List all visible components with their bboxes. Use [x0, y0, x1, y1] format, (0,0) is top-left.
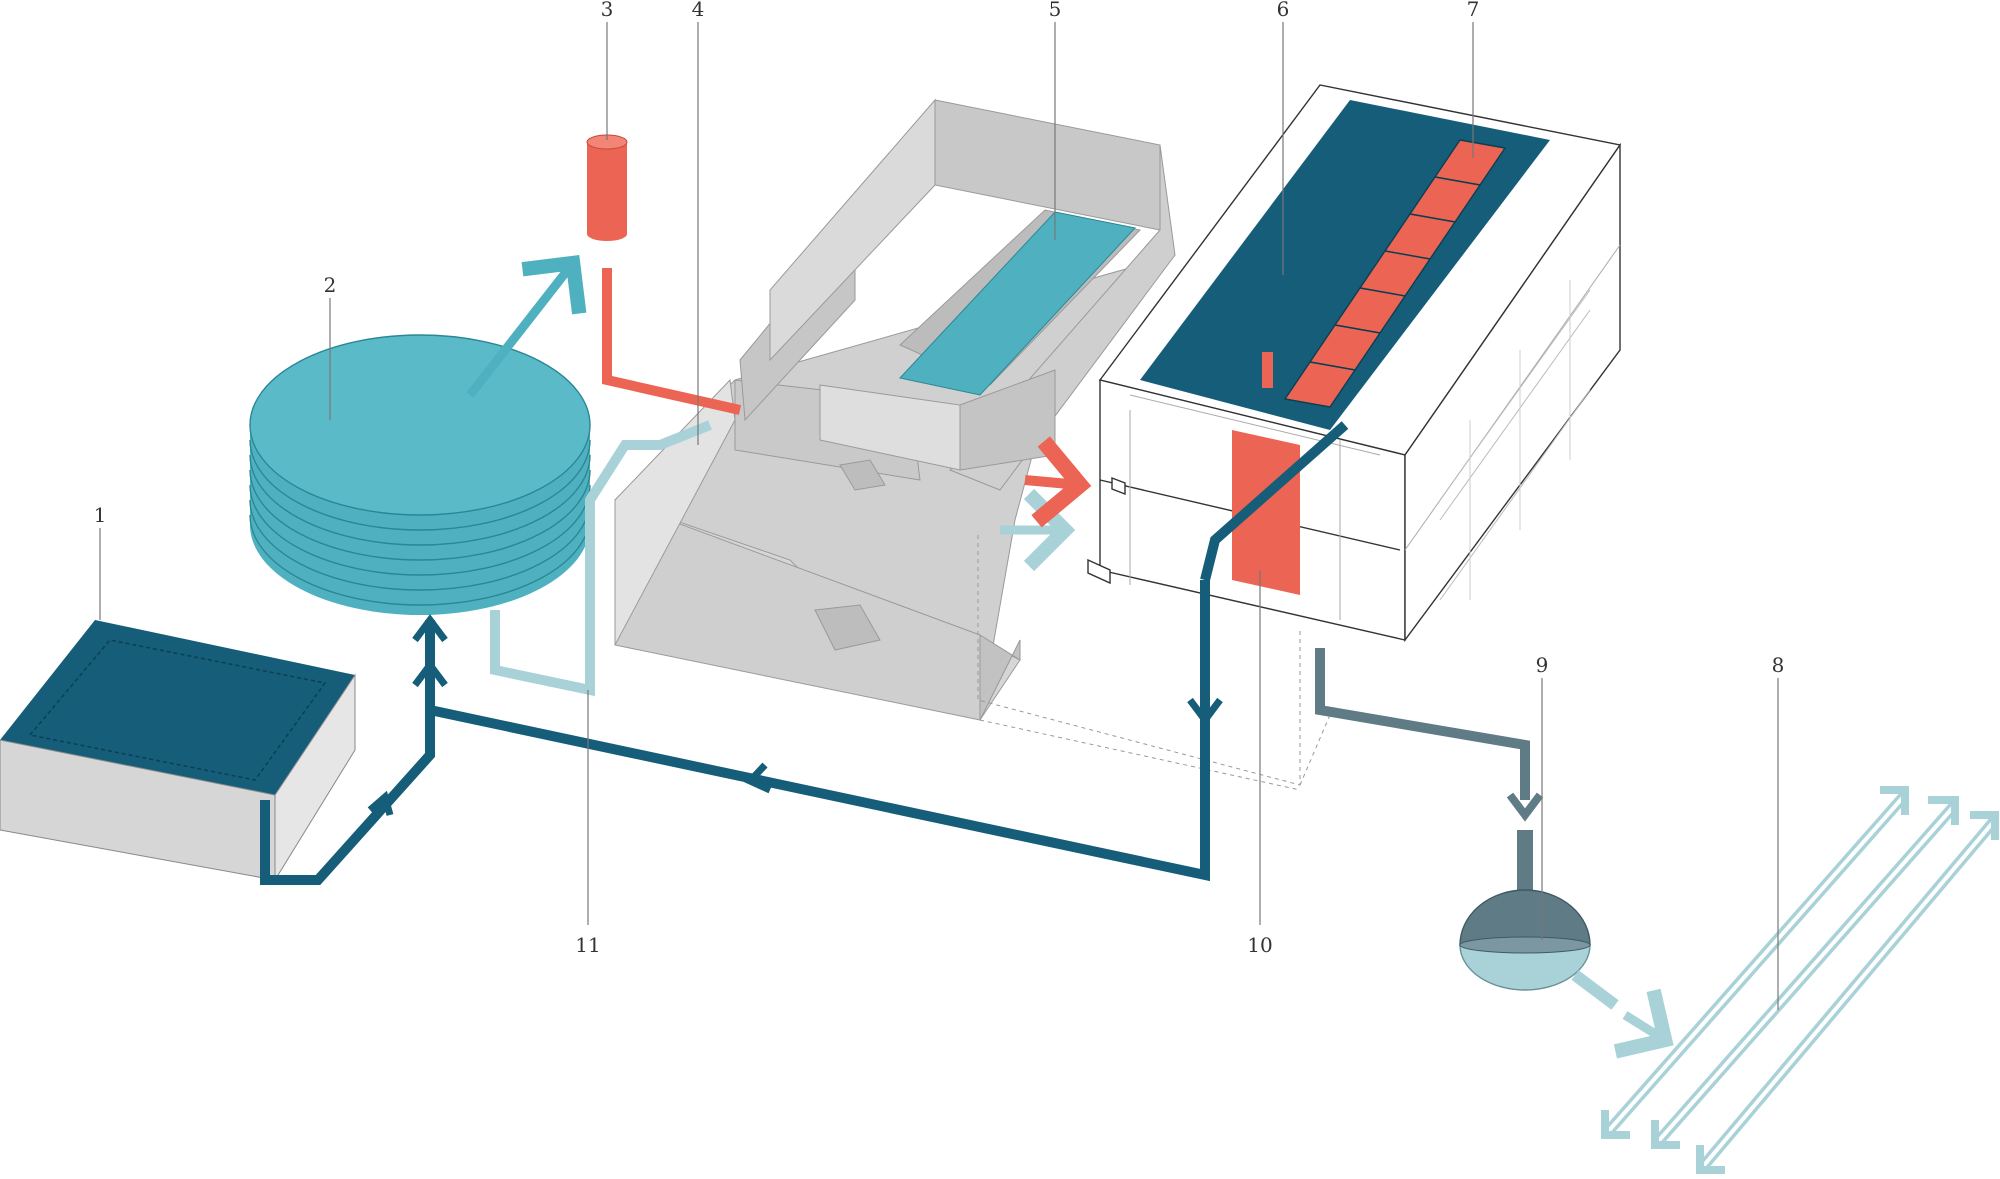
- ground-outline: [977, 535, 1331, 791]
- supply-arrow: [466, 254, 587, 398]
- label-1: 1: [94, 503, 107, 527]
- overflow-pipe: [490, 420, 712, 697]
- label-5: 5: [1049, 0, 1062, 21]
- heater-cylinder: [586, 134, 628, 241]
- septic-sphere: [1459, 889, 1619, 1010]
- waste-pipe: [1315, 648, 1544, 822]
- septic-neck: [1517, 830, 1533, 895]
- heat-arrow: [1024, 436, 1092, 528]
- label-3: 3: [601, 0, 614, 21]
- label-2: 2: [324, 273, 337, 297]
- label-8: 8: [1772, 653, 1785, 677]
- label-11: 11: [575, 933, 600, 957]
- leader-lines: [99, 22, 1779, 1010]
- septic-arrow: [1613, 988, 1674, 1059]
- labels: 1 2 3 4 5 6 7 8 9 10 11: [94, 0, 1785, 957]
- label-6: 6: [1277, 0, 1290, 21]
- label-4: 4: [692, 0, 705, 21]
- return-pipe: [260, 421, 1349, 885]
- pool-structure: [614, 98, 1176, 721]
- heater-stub: [1262, 352, 1273, 388]
- label-10: 10: [1247, 933, 1272, 957]
- drain-field: [1600, 786, 2000, 1174]
- heat-pipe: [602, 268, 742, 415]
- solar-panels: [1283, 139, 1507, 408]
- heat-core: [1232, 430, 1300, 595]
- label-9: 9: [1536, 653, 1549, 677]
- cistern-disc: [249, 334, 591, 615]
- tank-block: [0, 620, 356, 882]
- pool-water: [899, 211, 1136, 396]
- label-7: 7: [1467, 0, 1480, 21]
- return-pipe-arrows: [367, 614, 1223, 816]
